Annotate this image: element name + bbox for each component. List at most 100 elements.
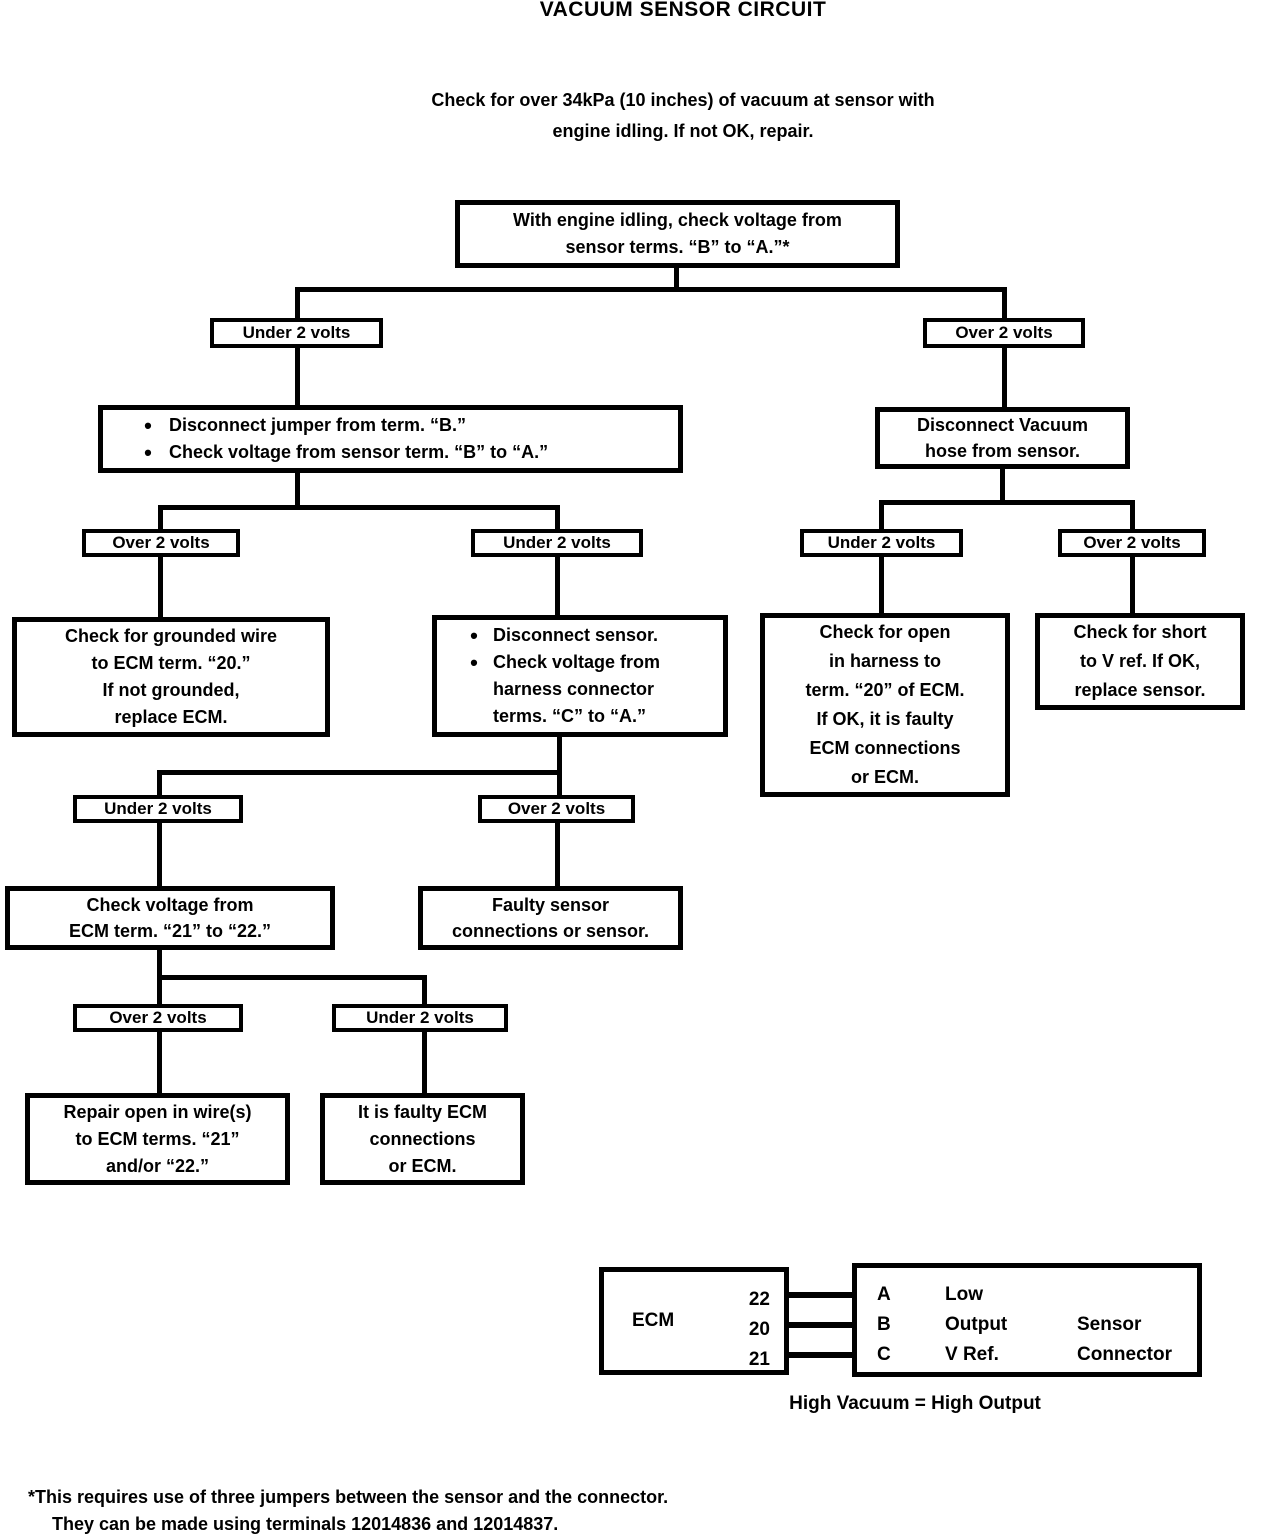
flow-line — [879, 557, 884, 613]
bullet-row: harness connector — [437, 676, 723, 703]
node-text-line: Disconnect jumper from term. “B.” — [169, 415, 467, 435]
node-start-check-voltage: With engine idling, check voltage from s… — [455, 200, 900, 268]
bullet-row: terms. “C” to “A.” — [437, 703, 723, 730]
node-text-line: hose from sensor. — [924, 441, 1081, 461]
connector-label: Sensor — [1077, 1314, 1142, 1335]
flow-line — [674, 268, 679, 292]
node-text-line: It is faulty ECM — [357, 1101, 487, 1122]
node-faulty-ecm: It is faulty ECM connections or ECM. — [320, 1093, 525, 1185]
node-check-short-vref: Check for short to V ref. If OK, replace… — [1035, 613, 1245, 710]
node-text-line: to ECM terms. “21” — [75, 1128, 240, 1149]
pin-letter: B — [877, 1314, 891, 1335]
node-disconnect-jumper: • Disconnect jumper from term. “B.” • Ch… — [98, 405, 683, 473]
footnote-line-2: They can be made using terminals 1201483… — [52, 1514, 559, 1534]
decision-under-2-volts-5: Under 2 volts — [332, 1004, 508, 1032]
node-text-line: ECM connections — [809, 738, 961, 758]
bullet-spacer — [455, 703, 493, 730]
flow-line — [295, 348, 300, 405]
bullet-row: • Disconnect sensor. — [437, 622, 723, 649]
decision-under-2-volts-2: Under 2 volts — [471, 529, 643, 557]
page-title: VACUUM SENSOR CIRCUIT — [539, 0, 827, 21]
flow-line — [157, 770, 562, 775]
bullet-spacer — [455, 676, 493, 703]
flow-line — [422, 975, 427, 1004]
node-text-line: With engine idling, check voltage from — [513, 210, 842, 230]
connector-wire — [789, 1322, 852, 1328]
node-text-line: Repair open in wire(s) — [63, 1101, 252, 1122]
flow-line — [157, 1032, 162, 1093]
node-text-line: and/or “22.” — [105, 1155, 210, 1176]
decision-under-2-volts-1: Under 2 volts — [210, 318, 383, 348]
flow-line — [158, 557, 163, 617]
node-text-line: harness connector — [493, 679, 655, 699]
decision-over-2-volts-1: Over 2 volts — [923, 318, 1085, 348]
node-text-line: to V ref. If OK, — [1079, 651, 1200, 671]
ecm-terminal-20: 20 — [748, 1319, 770, 1340]
flow-line — [1130, 500, 1135, 529]
flow-line — [879, 500, 884, 529]
ecm-terminal-22: 22 — [748, 1289, 770, 1310]
ecm-label: ECM — [632, 1310, 675, 1331]
decision-over-2-volts-3: Over 2 volts — [1058, 529, 1206, 557]
flow-line — [557, 770, 562, 795]
footnote-line-1: *This requires use of three jumpers betw… — [28, 1487, 669, 1507]
bullet-row: • Check voltage from sensor term. “B” to… — [103, 439, 678, 466]
decision-under-2-volts-4: Under 2 volts — [73, 795, 243, 823]
flow-line — [157, 975, 427, 980]
pin-row-a: A Low — [877, 1280, 1197, 1310]
node-text-line: or ECM. — [388, 1155, 457, 1176]
flow-line — [158, 505, 163, 531]
connector-label: Connector — [1077, 1344, 1172, 1365]
flow-line — [555, 557, 560, 615]
node-text-line: terms. “C” to “A.” — [493, 706, 647, 726]
node-text-line: sensor terms. “B” to “A.”* — [565, 237, 790, 257]
node-text-line: If not grounded, — [102, 680, 240, 700]
node-text-line: Faulty sensor — [491, 895, 610, 915]
flow-line — [879, 500, 1135, 505]
pin-name: Output — [945, 1314, 1008, 1335]
bullet-icon: • — [144, 413, 152, 438]
node-faulty-sensor: Faulty sensor connections or sensor. — [418, 886, 683, 950]
node-text-line: connections — [369, 1128, 476, 1149]
sensor-connector-box: A Low B Output Sensor C V Ref. Connector — [852, 1263, 1202, 1377]
flow-line — [295, 287, 1007, 292]
node-text-line: connections or sensor. — [451, 921, 650, 941]
connector-wire — [789, 1292, 852, 1298]
node-check-open-harness: Check for open in harness to term. “20” … — [760, 613, 1010, 797]
pin-extra — [1077, 1280, 1197, 1310]
ecm-terminals: 22 20 21 — [724, 1272, 770, 1370]
node-disconnect-hose: Disconnect Vacuum hose from sensor. — [875, 407, 1130, 469]
node-text-line: or ECM. — [850, 767, 919, 787]
footnote: *This requires use of three jumpers betw… — [28, 1484, 1028, 1538]
node-text-line: Disconnect Vacuum — [916, 415, 1089, 435]
node-text-line: Check for short — [1073, 622, 1207, 642]
node-text-line: in harness to — [828, 651, 942, 671]
pin-row-b: B Output Sensor — [877, 1310, 1197, 1340]
flow-line — [157, 823, 162, 886]
flow-line — [1130, 557, 1135, 613]
flow-line — [555, 505, 560, 531]
node-text-line: Check voltage from — [86, 895, 254, 915]
node-text-line: Disconnect sensor. — [493, 625, 659, 645]
node-check-grounded-wire: Check for grounded wire to ECM term. “20… — [12, 617, 330, 737]
pin-letter: A — [877, 1284, 891, 1305]
flow-line — [157, 950, 162, 980]
ecm-box: ECM 22 20 21 — [599, 1267, 789, 1375]
bullet-row: • Check voltage from — [437, 649, 723, 676]
decision-over-2-volts-4: Over 2 volts — [478, 795, 635, 823]
intro-line-1: Check for over 34kPa (10 inches) of vacu… — [431, 90, 935, 110]
flow-line — [555, 823, 560, 886]
connector-wire — [789, 1352, 852, 1358]
intro-line-2: engine idling. If not OK, repair. — [552, 121, 814, 141]
node-text-line: replace sensor. — [1074, 680, 1206, 700]
node-text-line: Check voltage from sensor term. “B” to “… — [169, 442, 549, 462]
bullet-row: • Disconnect jumper from term. “B.” — [103, 412, 678, 439]
bullet-icon: • — [144, 440, 152, 465]
bullet-icon: • — [470, 650, 478, 675]
flow-line — [1002, 287, 1007, 321]
ecm-terminal-21: 21 — [748, 1349, 770, 1370]
flow-line — [295, 287, 300, 321]
pin-name: V Ref. — [945, 1344, 999, 1365]
flow-line — [157, 975, 162, 1004]
